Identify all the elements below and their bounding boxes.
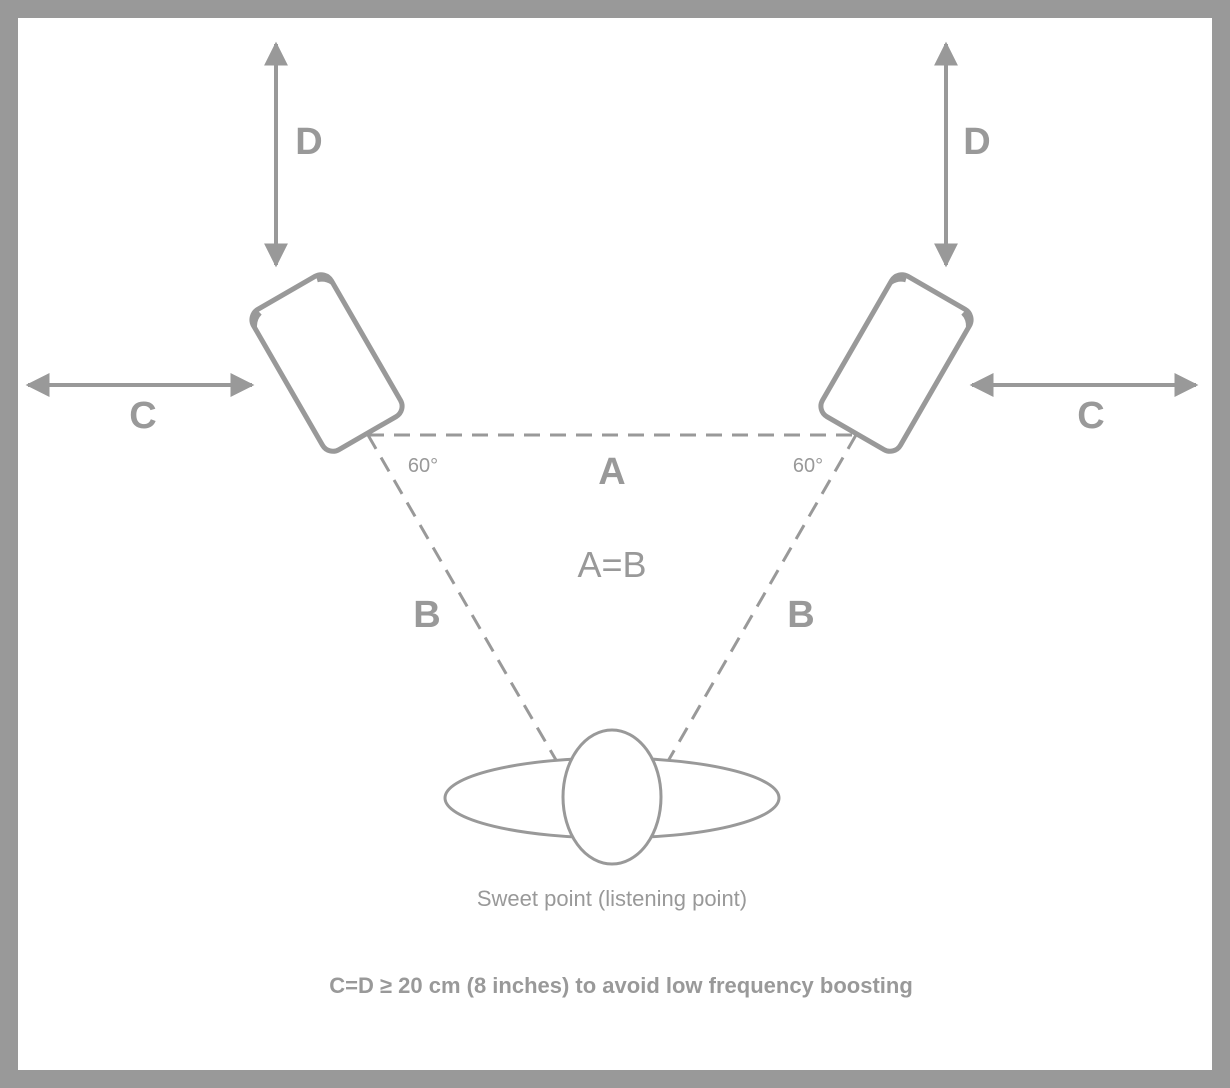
sweet-point-caption: Sweet point (listening point) — [477, 886, 747, 911]
a-label: A — [598, 451, 625, 493]
b-right-label: B — [787, 594, 814, 636]
right-speaker — [818, 272, 974, 454]
b-right-line — [658, 434, 858, 776]
d-right-label: D — [963, 121, 990, 163]
b-left-label: B — [413, 594, 440, 636]
d-left-label: D — [295, 121, 322, 163]
listener-icon — [443, 728, 781, 866]
left-speaker — [249, 272, 405, 454]
distance-note: C=D ≥ 20 cm (8 inches) to avoid low freq… — [329, 973, 913, 998]
angle-left-label: 60° — [408, 455, 438, 477]
angle-right-label: 60° — [793, 455, 823, 477]
speaker-placement-diagram: D D C C A B B 60° 60° A=B Sweet point (l… — [25, 41, 1199, 998]
equation-label: A=B — [577, 544, 646, 585]
b-left-line — [366, 434, 558, 761]
c-left-label: C — [129, 395, 156, 437]
c-right-label: C — [1077, 395, 1104, 437]
